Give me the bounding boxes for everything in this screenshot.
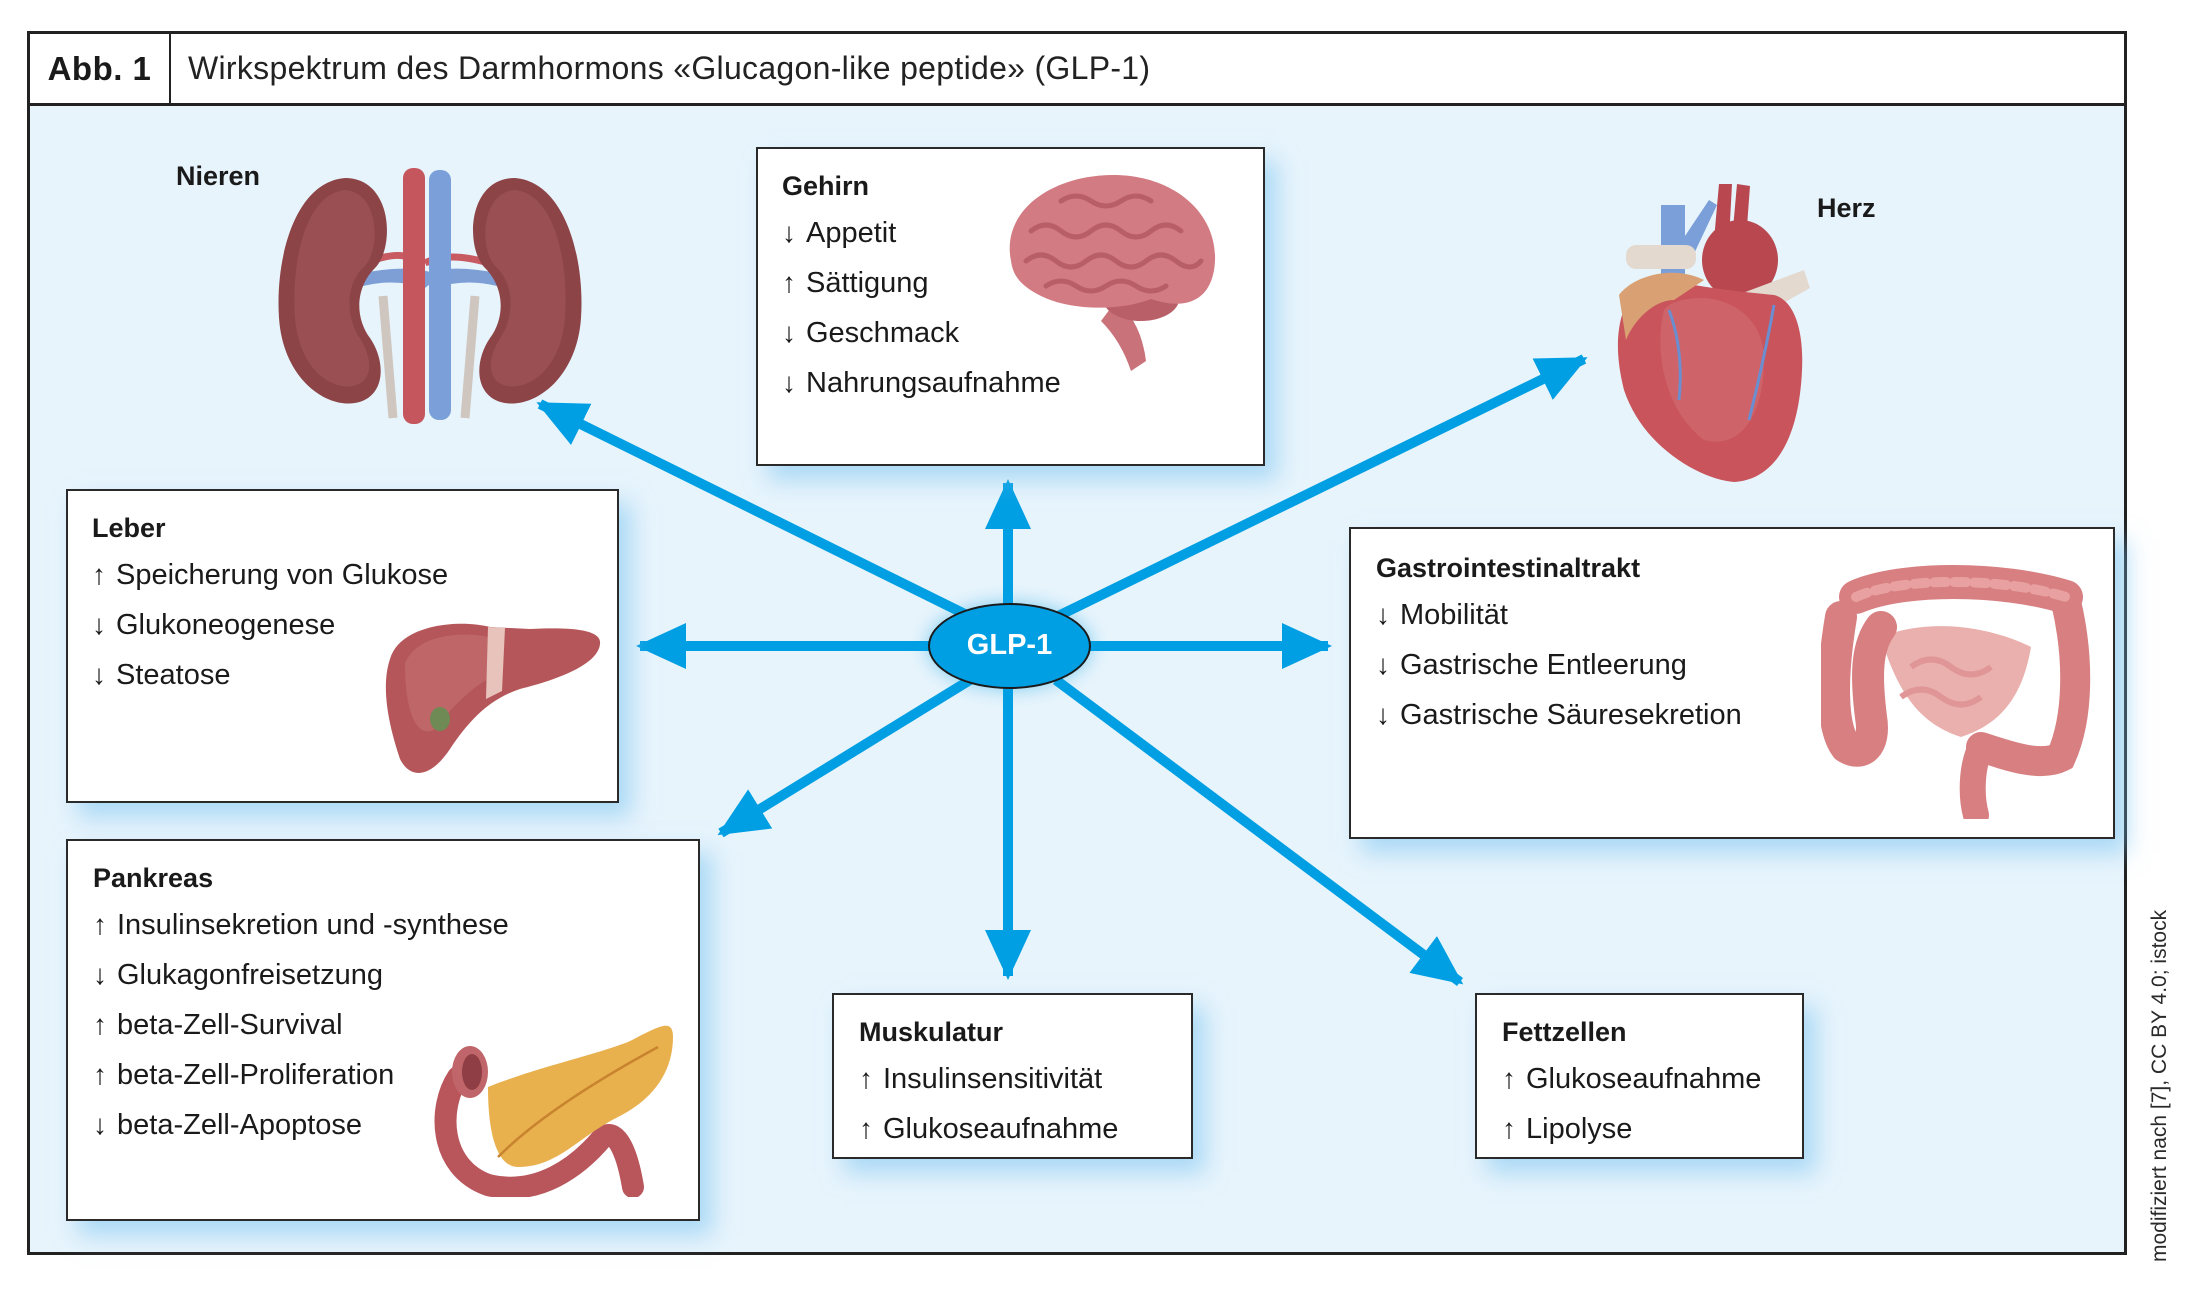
arrow-down-icon: ↓ xyxy=(782,317,796,348)
brain-effect: ↓Appetit xyxy=(782,217,897,249)
brain-box-title: Gehirn xyxy=(782,171,870,201)
arrow-up-icon: ↑ xyxy=(1502,1063,1516,1094)
pancreas-box-title: Pankreas xyxy=(93,863,214,893)
gi-effect: ↓Gastrische Säuresekretion xyxy=(1376,699,1742,731)
liver-effect: ↓Steatose xyxy=(92,659,231,691)
muscle-box: Muskulatur ↑Insulinsensitivität ↑Glukose… xyxy=(832,993,1193,1159)
pancreas-effect: ↑Insulinsekretion und -synthese xyxy=(93,909,509,941)
arrow-to-pancreas xyxy=(717,675,973,838)
arrow-up-icon: ↑ xyxy=(93,1059,107,1090)
gi-effect: ↓Gastrische Entleerung xyxy=(1376,649,1687,681)
gi-effect: ↓Mobilität xyxy=(1376,599,1508,631)
figure-number: Abb. 1 xyxy=(30,34,171,103)
arrow-to-fat xyxy=(1053,675,1464,987)
fat-effect: ↑Glukoseaufnahme xyxy=(1502,1063,1762,1095)
liver-effect: ↑Speicherung von Glukose xyxy=(92,559,449,591)
kidneys-icon xyxy=(278,168,582,424)
glp1-center-node: GLP-1 xyxy=(928,603,1091,689)
arrow-up-icon: ↑ xyxy=(93,1009,107,1040)
arrow-down-icon: ↓ xyxy=(93,959,107,990)
arrow-down-icon: ↓ xyxy=(93,1109,107,1140)
muscle-effect: ↑Glukoseaufnahme xyxy=(859,1113,1119,1145)
image-credit: modifiziert nach [7], CC BY 4.0; istock xyxy=(2148,909,2171,1262)
liver-icon xyxy=(385,623,601,773)
fat-box-title: Fettzellen xyxy=(1502,1017,1627,1047)
figure-header: Abb. 1 Wirkspektrum des Darmhormons «Glu… xyxy=(30,34,2124,106)
fat-box: Fettzellen ↑Glukoseaufnahme ↑Lipolyse xyxy=(1475,993,1804,1159)
muscle-effect: ↑Insulinsensitivität xyxy=(859,1063,1103,1095)
arrow-down-icon: ↓ xyxy=(782,217,796,248)
heart-icon xyxy=(1617,184,1810,482)
heart-label: Herz xyxy=(1817,193,1876,223)
arrow-down-icon: ↓ xyxy=(92,659,106,690)
liver-effect: ↓Glukoneogenese xyxy=(92,609,336,641)
arrow-up-icon: ↑ xyxy=(92,559,106,590)
intestines-icon xyxy=(1821,565,2091,819)
arrow-up-icon: ↑ xyxy=(93,909,107,940)
pancreas-effect: ↓beta-Zell-Apoptose xyxy=(93,1109,363,1141)
muscle-box-title: Muskulatur xyxy=(859,1017,1004,1047)
arrow-up-icon: ↑ xyxy=(859,1113,873,1144)
liver-box: Leber ↑Speicherung von Glukose ↓Glukoneo… xyxy=(66,489,619,803)
arrow-down-icon: ↓ xyxy=(782,367,796,398)
brain-effect: ↓Geschmack xyxy=(782,317,960,349)
kidneys-label: Nieren xyxy=(176,161,261,191)
figure-title: Wirkspektrum des Darmhormons «Glucagon-l… xyxy=(188,50,1151,86)
liver-box-title: Leber xyxy=(92,513,166,543)
pancreas-box: Pankreas ↑Insulinsekretion und -synthese… xyxy=(66,839,700,1221)
arrow-down-icon: ↓ xyxy=(1376,599,1390,630)
pancreas-effect: ↑beta-Zell-Proliferation xyxy=(93,1059,395,1091)
brain-icon xyxy=(1009,174,1216,371)
arrow-down-icon: ↓ xyxy=(1376,699,1390,730)
arrow-to-heart xyxy=(1047,354,1588,625)
fat-effect: ↑Lipolyse xyxy=(1502,1113,1633,1145)
arrow-up-icon: ↑ xyxy=(1502,1113,1516,1144)
arrow-down-icon: ↓ xyxy=(1376,649,1390,680)
brain-box: Gehirn ↓Appetit ↑Sättigung ↓Geschmack ↓N… xyxy=(756,147,1265,466)
gi-box: Gastrointestinaltrakt ↓Mobilität ↓Gastri… xyxy=(1349,527,2115,839)
arrow-to-kidneys xyxy=(536,399,988,629)
brain-effect: ↓Nahrungsaufnahme xyxy=(782,367,1061,399)
pancreas-icon xyxy=(434,1025,673,1197)
brain-effect: ↑Sättigung xyxy=(782,267,929,299)
pancreas-effect: ↑beta-Zell-Survival xyxy=(93,1009,343,1041)
gi-box-title: Gastrointestinaltrakt xyxy=(1376,553,1641,583)
pancreas-effect: ↓Glukagonfreisetzung xyxy=(93,959,383,991)
arrow-up-icon: ↑ xyxy=(859,1063,873,1094)
arrow-down-icon: ↓ xyxy=(92,609,106,640)
arrow-up-icon: ↑ xyxy=(782,267,796,298)
